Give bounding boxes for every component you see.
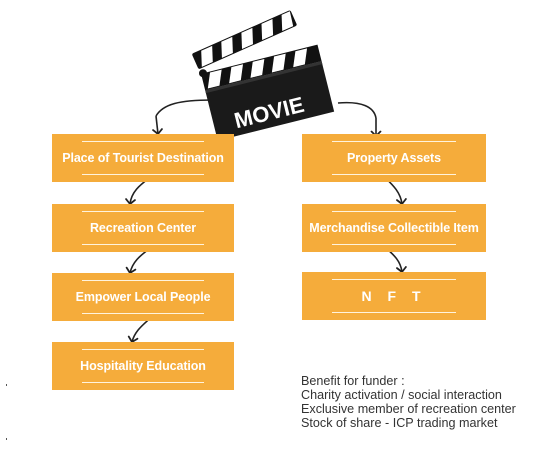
stray-dot xyxy=(6,438,7,440)
stray-dot xyxy=(6,384,7,386)
branch-line-left xyxy=(155,99,213,117)
box-label: Recreation Center xyxy=(90,221,196,235)
branch-line-right xyxy=(337,101,377,119)
box-recreation-center: Recreation Center xyxy=(52,204,234,252)
benefits-block: Benefit for funder : Charity activation … xyxy=(301,374,516,430)
box-label: Place of Tourist Destination xyxy=(62,151,224,165)
clapperboard-icon xyxy=(192,10,335,141)
box-place-of-tourist-destination: Place of Tourist Destination xyxy=(52,134,234,182)
benefit-item: Stock of share - ICP trading market xyxy=(301,416,498,430)
branch-arrow-left xyxy=(152,115,163,135)
benefit-item: Charity activation / social interaction xyxy=(301,388,502,402)
box-label: N F T xyxy=(361,288,427,304)
benefit-item: Exclusive member of recreation center xyxy=(301,402,516,416)
box-label: Merchandise Collectible Item xyxy=(309,221,479,235)
box-merchandise-collectible-item: Merchandise Collectible Item xyxy=(302,204,486,252)
benefits-title: Benefit for funder : xyxy=(301,374,405,388)
box-empower-local-people: Empower Local People xyxy=(52,273,234,321)
box-hospitality-education: Hospitality Education xyxy=(52,342,234,390)
box-label: Hospitality Education xyxy=(80,359,206,373)
box-nft: N F T xyxy=(302,272,486,320)
box-property-assets: Property Assets xyxy=(302,134,486,182)
box-label: Property Assets xyxy=(347,151,441,165)
box-label: Empower Local People xyxy=(75,290,211,304)
